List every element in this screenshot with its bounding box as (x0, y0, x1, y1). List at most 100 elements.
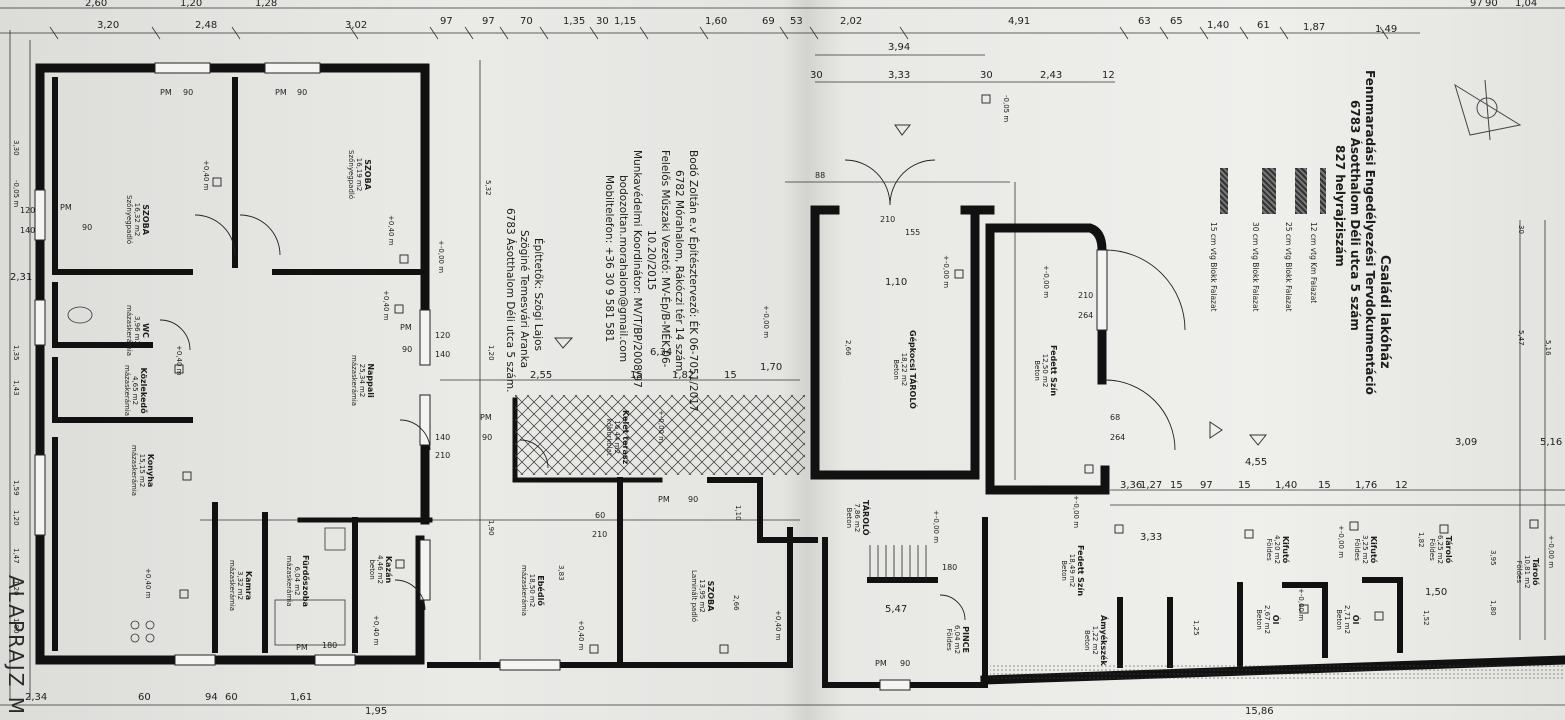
svg-text:63: 63 (1138, 16, 1151, 27)
stairs (869, 545, 927, 580)
svg-text:4,55: 4,55 (1245, 457, 1267, 468)
title-line-1: Családi lakóház (1377, 255, 1392, 369)
svg-text:PM: PM (400, 323, 412, 332)
legend-swatch (1295, 168, 1307, 214)
svg-text:1,40: 1,40 (1207, 20, 1229, 31)
legend-label: 15 cm vtg Blokk Falazat (1209, 222, 1218, 312)
svg-text:PM: PM (60, 203, 72, 212)
svg-text:4,91: 4,91 (1008, 16, 1030, 27)
svg-text:120: 120 (435, 331, 450, 340)
svg-text:97: 97 (482, 16, 495, 27)
builders-block: Építtetők: Szögi Lajos Szöginé Temesvári… (503, 208, 545, 392)
svg-text:2,43: 2,43 (1040, 70, 1062, 81)
svg-text:3,20: 3,20 (97, 20, 119, 31)
svg-text:1,10: 1,10 (885, 277, 907, 288)
svg-text:1,27: 1,27 (1140, 480, 1162, 491)
svg-text:2,34: 2,34 (25, 692, 47, 703)
svg-text:6,34: 6,34 (650, 347, 672, 358)
designer-line-2: 6782 Mórahalom, Rákóczi tér 14 szám. (673, 170, 685, 375)
svg-text:88: 88 (815, 171, 825, 180)
svg-text:PM: PM (160, 88, 172, 97)
svg-text:210: 210 (592, 530, 607, 539)
level-mark: +0,40 m (372, 615, 380, 646)
svg-text:12: 12 (1395, 480, 1408, 491)
svg-text:PM: PM (480, 413, 492, 422)
svg-text:140: 140 (435, 350, 450, 359)
svg-text:1,76: 1,76 (1355, 480, 1377, 491)
svg-text:60: 60 (225, 692, 238, 703)
svg-text:1,28: 1,28 (255, 0, 277, 9)
designer-block: Bodó Zoltán e.v Építésztervező: ÉK 06-70… (602, 150, 700, 412)
level-mark: +0,40 m (577, 620, 585, 651)
level-mark: +0,40 m (382, 290, 390, 321)
svg-text:90: 90 (688, 495, 698, 504)
svg-text:1,95: 1,95 (365, 706, 387, 717)
svg-text:210: 210 (880, 215, 895, 224)
svg-text:140: 140 (20, 226, 35, 235)
svg-text:210: 210 (435, 451, 450, 460)
svg-text:90: 90 (82, 223, 92, 232)
svg-text:140: 140 (435, 433, 450, 442)
svg-text:65: 65 (1170, 16, 1183, 27)
windows (34, 62, 1108, 691)
level-mark: +0,40 m (202, 160, 210, 191)
svg-text:1,15: 1,15 (614, 16, 636, 27)
dimension-ticks (49, 26, 1389, 40)
svg-text:90: 90 (900, 659, 910, 668)
svg-text:264: 264 (1110, 433, 1125, 442)
svg-text:90: 90 (402, 345, 412, 354)
svg-text:264: 264 (1078, 311, 1093, 320)
svg-text:69: 69 (762, 16, 775, 27)
svg-text:15,86: 15,86 (1245, 706, 1274, 717)
dimension-label: 3,95 (1489, 550, 1497, 566)
level-mark: +-0,00 m (657, 410, 665, 444)
svg-text:180: 180 (322, 641, 337, 650)
svg-text:30: 30 (980, 70, 993, 81)
svg-text:1,49: 1,49 (1375, 24, 1397, 35)
svg-text:120: 120 (20, 206, 35, 215)
svg-text:90: 90 (1485, 0, 1498, 9)
svg-text:30: 30 (810, 70, 823, 81)
svg-text:1,82: 1,82 (672, 370, 694, 381)
level-mark: +-0,00 m (1297, 588, 1305, 622)
svg-text:3,33: 3,33 (1140, 532, 1162, 543)
title-line-4: 827 helyrajziszám (1333, 145, 1347, 267)
svg-text:15: 15 (630, 370, 643, 381)
svg-text:68: 68 (1110, 413, 1120, 422)
section-markers (553, 124, 1268, 446)
svg-text:1,61: 1,61 (290, 692, 312, 703)
svg-text:1,04: 1,04 (1515, 0, 1537, 9)
legend-swatch (1262, 168, 1276, 214)
dimension-label: 1,47 (12, 548, 20, 564)
dimension-lines (0, 7, 1565, 706)
svg-text:1,70: 1,70 (760, 362, 782, 373)
legend-swatch (1320, 168, 1326, 214)
level-markers (174, 94, 1539, 654)
svg-text:1,35: 1,35 (563, 16, 585, 27)
dimension-label: 3,83 (557, 565, 565, 581)
level-mark: +0,40 m (144, 568, 152, 599)
svg-text:1,60: 1,60 (705, 16, 727, 27)
svg-text:97: 97 (1200, 480, 1213, 491)
svg-text:94: 94 (205, 692, 218, 703)
svg-text:60: 60 (138, 692, 151, 703)
terrace-hatch (515, 395, 805, 475)
svg-text:3,94: 3,94 (888, 42, 910, 53)
level-mark: +0,40 m (774, 610, 782, 641)
svg-text:97: 97 (1470, 0, 1483, 9)
title-line-3: 6783 Ásotthalom Déli utca 5 szám (1348, 100, 1362, 331)
svg-text:90: 90 (183, 88, 193, 97)
legend-label: 12 cm vtg Km Falazat (1309, 222, 1318, 304)
svg-text:60: 60 (595, 511, 605, 520)
dimension-label: 2,66 (844, 340, 852, 356)
